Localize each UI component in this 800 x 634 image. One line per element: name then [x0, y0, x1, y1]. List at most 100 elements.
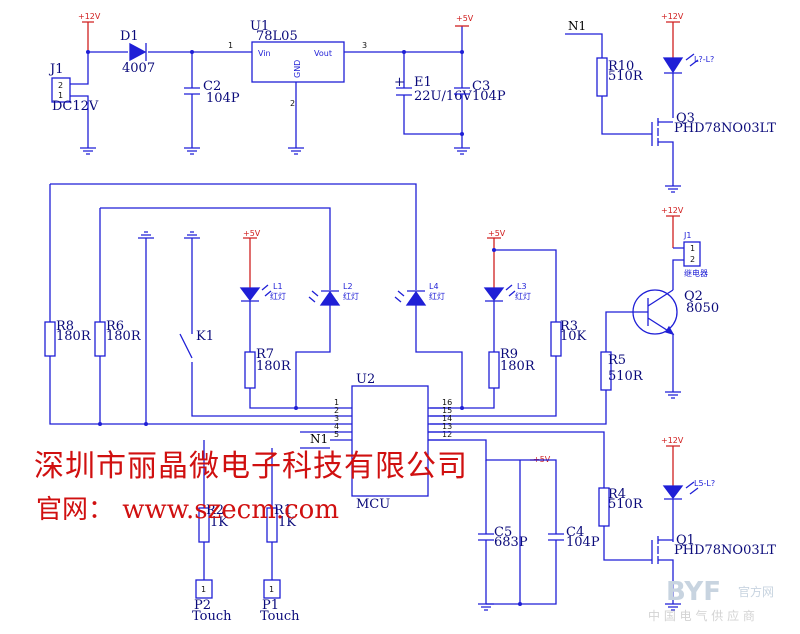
r2-resistor-icon	[198, 507, 210, 543]
relay-pin1: 1	[690, 244, 695, 253]
logo-tagline: 中 国 电 气 供 应 商	[648, 608, 755, 623]
d1-ref: D1	[120, 29, 139, 44]
p1-touch-pad	[263, 579, 281, 599]
r9-value: 180R	[500, 359, 536, 374]
q2-value: 8050	[686, 301, 719, 316]
r7-resistor-icon	[244, 351, 256, 389]
c5-ref: C5	[494, 525, 512, 540]
p2-value: Touch	[192, 609, 232, 624]
u2-pin-r14: 14	[442, 414, 452, 423]
junction-dot	[98, 422, 102, 426]
u1-ref: U1	[250, 19, 269, 34]
r5-resistor-icon	[600, 351, 612, 391]
vcc12-symbol-b	[666, 21, 680, 58]
vcc12-label-d: +12V	[661, 436, 684, 445]
r10-value: 510R	[608, 69, 644, 84]
u1-pin1: 1	[228, 41, 233, 50]
r3-wires	[430, 249, 557, 417]
c2-ref: C2	[203, 79, 221, 94]
logo-brand: BYF	[666, 577, 721, 607]
r8-wires	[49, 184, 330, 425]
c5-value: 683P	[494, 535, 528, 550]
r10-resistor-icon	[596, 57, 608, 97]
vcc12-symbol-d	[666, 445, 680, 486]
vcc12-label-c: +12V	[661, 206, 684, 215]
relay-driver-section: +12V 1 2 J1 继电器 Q2 8050 R5 510R	[430, 206, 719, 425]
u2-pin-l5: 5	[334, 430, 339, 439]
vcc5-label-b: +5V	[243, 229, 261, 238]
j1-pin2: 2	[58, 81, 63, 90]
led5-icon	[662, 485, 684, 500]
p2-pin: 1	[201, 585, 206, 594]
u2-ref: U2	[356, 372, 375, 387]
l3-led-icon	[483, 287, 505, 302]
l4-wires	[407, 290, 463, 408]
u1-gnd: GND	[293, 60, 302, 78]
u1-value: 78L05	[256, 29, 298, 44]
vcc12-label-a: +12V	[78, 12, 101, 21]
q1-ref: Q1	[676, 533, 695, 548]
vcc5-symbol-c	[487, 237, 501, 288]
junction-dot	[460, 50, 464, 54]
u2-pin-l4: 4	[334, 422, 339, 431]
relay-wires	[672, 247, 684, 290]
d1-diode-icon	[129, 42, 147, 62]
net-n1-mcu: N1	[310, 432, 328, 446]
e1-ref: E1	[414, 75, 432, 90]
r8-ref: R8	[56, 319, 74, 334]
u2-mcu-chip	[351, 385, 429, 497]
r3-resistor-icon	[550, 321, 562, 357]
j1-ref: J1	[48, 62, 63, 77]
l2-ref: L2	[343, 282, 353, 291]
led-top-icon	[662, 57, 684, 74]
relay-ref: J1	[683, 231, 691, 240]
k1-ref: K1	[196, 329, 214, 344]
led5-wire	[664, 498, 682, 542]
bottom-led-driver-section: R4 510R +12V L5-L? Q1 PHD78NO03LT	[428, 431, 776, 611]
l4-rays	[394, 290, 405, 303]
l2-value: 红灯	[343, 291, 359, 301]
led5-rays	[685, 481, 699, 495]
d1-value: 4007	[122, 61, 155, 76]
l1-rays	[261, 284, 272, 297]
q2-arrow	[665, 325, 675, 336]
q1-value: PHD78NO03LT	[674, 543, 776, 558]
l4-led-icon	[405, 290, 427, 306]
c2-value: 104P	[206, 91, 240, 106]
ground-icon	[665, 391, 681, 399]
c4-value: 104P	[566, 535, 600, 550]
q2-ref: Q2	[684, 289, 703, 304]
l2-led-icon	[319, 290, 341, 306]
u2-pin-r16: 16	[442, 398, 452, 407]
q1-mosfet-icon	[651, 536, 674, 604]
u2-right-pins: 16 15 14 13 12	[428, 398, 452, 441]
p1-value: Touch	[260, 609, 300, 624]
c3-capacitor-icon	[454, 26, 470, 148]
u2-pin-r15: 15	[442, 406, 452, 415]
u2-right-pin-lines	[428, 407, 450, 441]
r8-resistor-icon	[44, 321, 56, 357]
l3-rays	[505, 284, 516, 297]
r6-resistor-icon	[94, 321, 106, 357]
u1-pin2: 2	[290, 99, 295, 108]
q3-mosfet-icon	[651, 118, 674, 186]
led-top-wire	[664, 72, 682, 118]
r2-ref: R2	[206, 503, 224, 518]
r9-resistor-icon	[488, 351, 500, 389]
r1-ref: R1	[274, 503, 292, 518]
u2-left-pins: 1 2 3 4 5	[330, 398, 352, 441]
c3-value: 104P	[472, 89, 506, 104]
c4-ref: C4	[566, 525, 584, 540]
company-watermark: 深圳市丽晶微电子科技有限公司	[34, 449, 468, 484]
u2-pin-l2: 2	[334, 406, 339, 415]
ground-icon	[454, 147, 470, 155]
junction-dot	[86, 50, 90, 54]
c2-capacitor-icon	[184, 52, 200, 148]
vcc12-symbol-a	[82, 21, 94, 52]
r10-wires	[565, 33, 652, 135]
ground-icon	[184, 147, 200, 155]
j1-connector	[51, 77, 71, 103]
u2-pin-l1: 1	[334, 398, 339, 407]
r2-value: 1K	[210, 515, 228, 530]
u2-pin-r12: 12	[442, 430, 452, 439]
